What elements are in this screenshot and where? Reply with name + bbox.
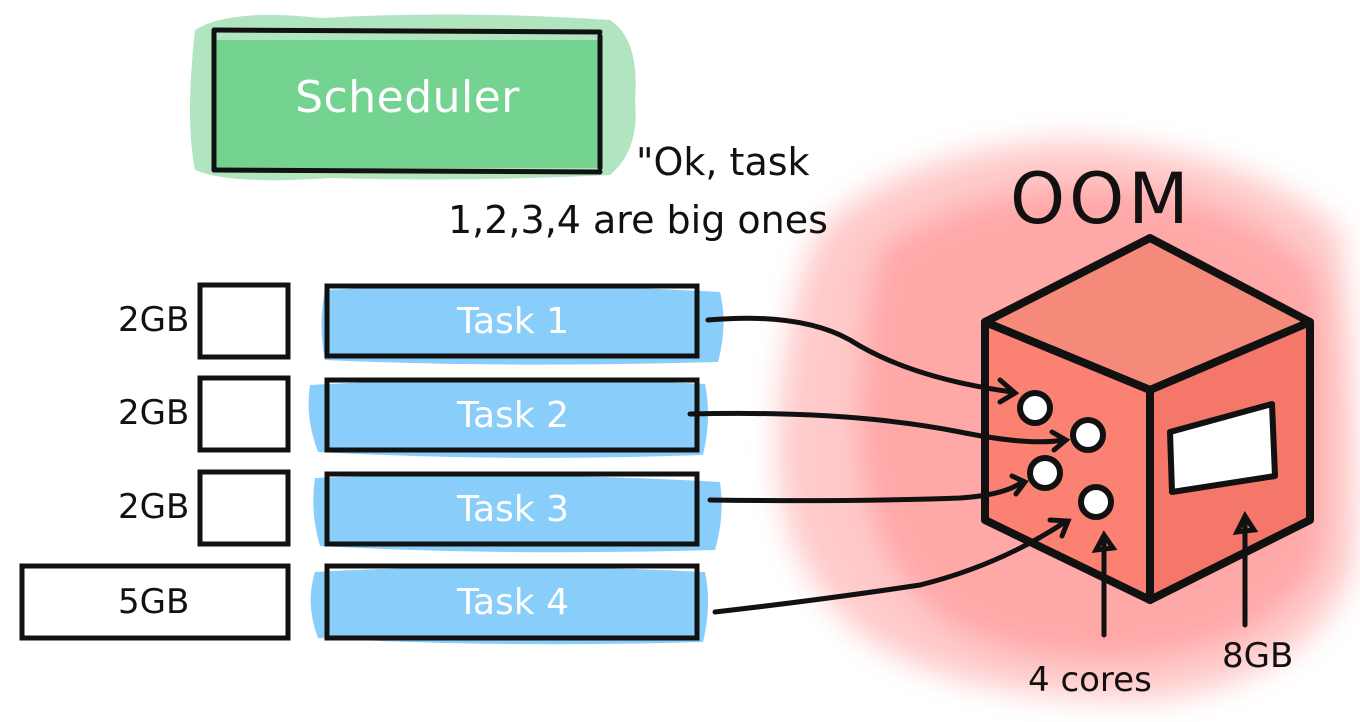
task-row-1 [197,282,724,365]
task-4-memory-label: 5GB [118,582,190,622]
arrow-task-2 [687,410,1066,445]
task-label-2: Task 2 [456,394,570,436]
task-2-memory-label: 2GB [118,393,190,433]
arrow-task-3 [707,479,1025,504]
task-row-4 [19,563,709,645]
scheduler-quote-line-2: 1,2,3,4 are big ones [448,198,828,242]
task-3-memory-label: 2GB [118,487,190,527]
arrow-head-4 [1047,517,1072,539]
oom-label: OOM [1010,158,1193,240]
arrow-task-1 [705,315,1015,395]
arrow-head-1 [997,377,1020,405]
task-row-2 [197,375,709,458]
scheduler-box [190,14,636,181]
scheduler-label: Scheduler [295,71,520,123]
task-row-3 [197,469,722,553]
cores-label: 4 cores [1028,660,1152,700]
resource-arrows [1091,510,1259,638]
server-cube [981,234,1314,604]
memory-label: 8GB [1222,636,1294,676]
task-label-3: Task 3 [456,488,570,530]
task-1-memory-label: 2GB [118,300,190,340]
task-arrows [687,315,1072,615]
arrow-task-4 [712,519,1068,615]
task-label-4: Task 4 [456,581,570,623]
arrow-head-2 [1049,429,1071,453]
scheduler-quote-line-1: "Ok, task [636,140,810,184]
arrow-head-3 [1009,473,1029,497]
task-label-1: Task 1 [456,300,570,342]
